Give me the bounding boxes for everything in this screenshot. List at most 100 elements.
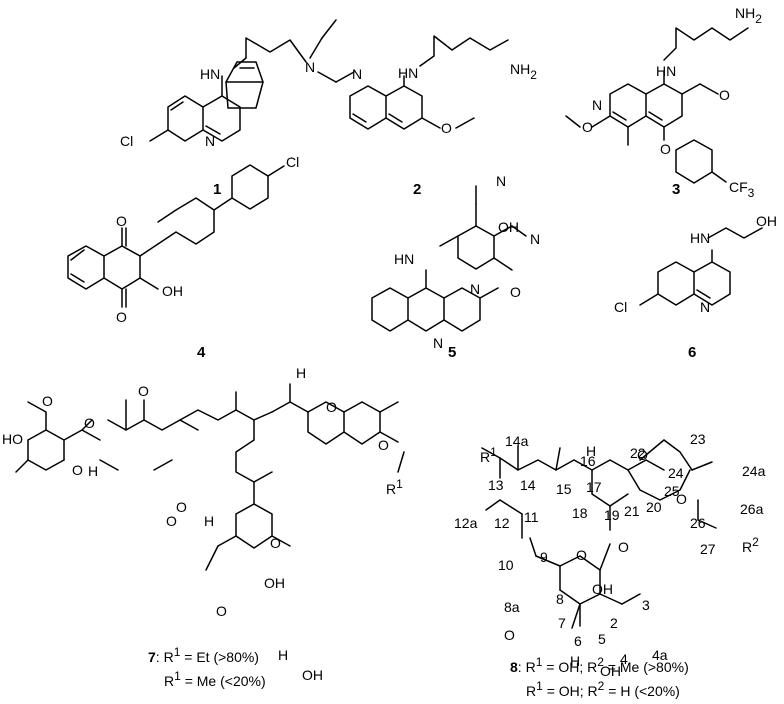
compound-7-caption-line-2: R1 = Me (<20%) (164, 669, 266, 689)
compound-8-atom-7: 7 (558, 615, 566, 631)
compound-8-atom-15: 15 (556, 481, 572, 497)
compound-8-r1-label: R1 (480, 445, 497, 465)
compound-7-o-label-5: O (166, 513, 177, 529)
compound-7-o-label-3: O (72, 462, 83, 478)
compound-8-atom-26a: 26a (740, 501, 764, 517)
compound-8-atom-19: 19 (604, 507, 620, 523)
compound-4-o-label-2: O (116, 309, 127, 325)
compound-8-atom-4: 4 (620, 651, 628, 667)
compound-7-h-label-1: H (88, 463, 98, 479)
compound-5-n-label-1: N (496, 173, 506, 189)
compound-8-o-label-3: O (618, 539, 629, 555)
compound-8-atom-25: 25 (664, 483, 680, 499)
compound-6-number: 6 (688, 344, 696, 361)
compound-8-atom-12a: 12a (454, 515, 478, 531)
compound-1-structure (149, 19, 355, 142)
compound-8-atom-8a: 8a (504, 599, 520, 615)
compound-8-structure (481, 439, 717, 629)
compound-8-atom-5: 5 (598, 631, 606, 647)
compound-3-structure (565, 27, 749, 184)
compound-3-o-label-3: O (660, 141, 671, 157)
compound-5-hn-label: HN (394, 251, 414, 267)
compound-3-ring-n-label: N (592, 97, 602, 113)
compound-8-o-label-1: O (504, 627, 515, 643)
compound-7-o-label-10: O (216, 603, 227, 619)
compound-6-cl-label: Cl (614, 299, 627, 315)
compound-8-atom-23: 23 (690, 431, 706, 447)
compound-7-ho-label: HO (2, 431, 23, 447)
compound-7-caption-line-1: 7: R1 = Et (>80%) (148, 645, 259, 665)
compound-8-r2-label: R2 (742, 535, 759, 555)
compound-8-atom-9: 9 (540, 549, 548, 565)
compound-1-hn-label: HN (200, 66, 220, 82)
compound-3-number: 3 (672, 181, 680, 198)
compound-7-h-label-4: H (278, 647, 288, 663)
compound-8-atom-4a: 4a (652, 647, 668, 663)
compound-7-o-label-1: O (42, 393, 53, 409)
compound-8-atom-26: 26 (690, 515, 706, 531)
compound-8-atom-20: 20 (646, 499, 662, 515)
compound-8-atom-10: 10 (498, 557, 514, 573)
compound-5-oh-label: OH (498, 219, 519, 235)
compound-8-oh-label-2: OH (600, 663, 621, 679)
compound-2-o-label: O (441, 120, 452, 136)
compound-3-o-label-2: O (582, 119, 593, 135)
compound-1-n-label: N (305, 59, 315, 75)
compound-5-o-label: O (510, 284, 521, 300)
compound-7-h-label-3: H (296, 365, 306, 381)
compound-7-o-label-8: O (378, 437, 389, 453)
compound-8-atom-22: 22 (630, 445, 646, 461)
compound-3-o-label-1: O (719, 87, 730, 103)
compound-2-n-label: N (352, 66, 362, 82)
compound-8-atom-17: 17 (586, 479, 602, 495)
compound-8-o-label-4: O (637, 447, 648, 463)
compound-5-structure (371, 185, 527, 332)
compound-1-ring-n-label: N (205, 133, 215, 149)
compound-2-hn-label: HN (398, 65, 418, 81)
compound-4-oh-label: OH (162, 283, 183, 299)
compound-7-h-label-2: H (204, 513, 214, 529)
compound-8-atom-24a: 24a (742, 463, 766, 479)
compound-4-structure (67, 164, 285, 308)
compound-8-atom-14: 14 (520, 477, 536, 493)
compound-1-number: 1 (213, 181, 221, 198)
compound-8-atom-8: 8 (556, 591, 564, 607)
compound-6-structure (639, 227, 763, 306)
compound-8-atom-18: 18 (572, 505, 588, 521)
compound-4-cl-label: Cl (286, 154, 299, 170)
compound-5-ring-n-label-2: N (433, 335, 443, 351)
compound-7-structure (15, 383, 405, 571)
compound-7-oh-label-1: OH (264, 575, 285, 591)
compound-5-n-label-2: N (530, 231, 540, 247)
compound-3-cf3-label: CF3 (729, 179, 755, 200)
compound-7-o-label-2: O (84, 415, 95, 431)
compound-8-atom-14a: 14a (505, 433, 529, 449)
compound-2-number: 2 (413, 181, 421, 198)
compound-8-h-label: H (570, 653, 580, 669)
compound-8-atom-6: 6 (574, 633, 582, 649)
compound-7-o-label-7: O (326, 399, 337, 415)
compound-2-structure (349, 35, 509, 130)
compound-8-oh-label-1: OH (592, 581, 613, 597)
compound-8-atom-16: 16 (580, 453, 596, 469)
compound-7-oh-label-2: OH (302, 667, 323, 683)
compound-1-cl-label: Cl (120, 133, 133, 149)
compound-6-ring-n-label: N (700, 299, 710, 315)
compound-4-o-label-1: O (116, 213, 127, 229)
compound-8-atom-12: 12 (494, 515, 510, 531)
compound-8-atom-13: 13 (488, 477, 504, 493)
compound-3-nh2-label: NH2 (735, 5, 762, 26)
compound-8-o-label-5: O (676, 491, 687, 507)
compound-8-caption-line-1: 8: R1 = OH; R2 = Me (>80%) (510, 655, 689, 675)
compound-2-nh2-label: NH2 (510, 61, 537, 82)
compound-7-o-label-4: O (138, 383, 149, 399)
compound-8-h-label-2: H (586, 443, 596, 459)
compound-8-atom-11: 11 (524, 509, 539, 525)
compound-7-r1-label: R1 (386, 477, 403, 497)
compound-5-ring-n-label-1: N (470, 281, 480, 297)
compound-7-o-label-6: O (176, 499, 187, 515)
compound-8-caption-line-2: R1 = OH; R2 = H (<20%) (526, 679, 680, 699)
compound-8-atom-2: 2 (610, 615, 618, 631)
compound-8-atom-3: 3 (642, 597, 650, 613)
compound-6-oh-label: OH (756, 213, 777, 229)
